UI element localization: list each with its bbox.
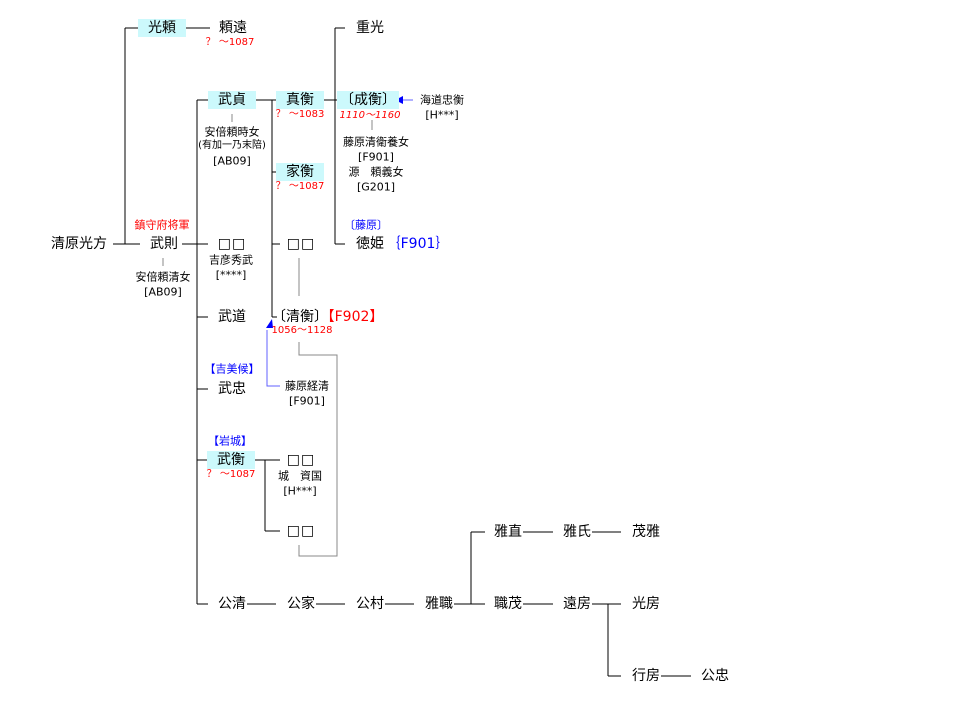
person-kiyohira: 〔清衡〕: [272, 309, 328, 325]
dates: 1110～1160: [339, 110, 401, 121]
person-yoritoo: 頼遠: [219, 20, 247, 36]
person-shigemitsu: 重光: [356, 20, 384, 36]
spouse-name: 安倍頼清女: [135, 270, 191, 284]
person-masamoto: 雅職: [425, 596, 453, 612]
arrow-head: [266, 319, 273, 328]
spouse-name: 城 資国: [278, 469, 322, 483]
spouse-name: 安倍頼時女: [204, 125, 260, 139]
person-kiyohara-mitsukata: 清原光方: [51, 236, 107, 252]
person-unknown: □□: [286, 236, 316, 252]
spouse-code: [AB09]: [213, 154, 251, 168]
spouse-code: [F901]: [358, 150, 394, 164]
person-fujiwara-tsunekiyo: 藤原経清: [285, 379, 329, 393]
spouse-note: (有加一乃末陪): [198, 140, 266, 151]
code: [H***]: [425, 108, 459, 122]
clan-tag: 【岩城】: [208, 434, 252, 448]
person-takenori: 武則: [150, 236, 178, 252]
person-mitsufusa: 光房: [632, 596, 660, 612]
code: 【F902】: [320, 309, 384, 325]
person-kimiie: 公家: [287, 596, 315, 612]
person-toofusa: 遠房: [563, 596, 591, 612]
code: [F901]: [289, 394, 325, 408]
person-unknown: □□: [286, 523, 316, 539]
dates: ？ ～1083: [275, 109, 325, 120]
person-taketada: 武忠: [218, 381, 246, 397]
person-masanao: 雅直: [494, 524, 522, 540]
person-takehira: 武衡: [207, 451, 255, 469]
spouse-code: [G201]: [356, 180, 396, 194]
person-yukifusa: 行房: [632, 668, 660, 684]
person-shigemasa: 茂雅: [632, 524, 660, 540]
person-kaido-tadahira: 海道忠衡: [420, 93, 464, 107]
dates: ？ ～1087: [205, 37, 255, 48]
person-unknown: □□: [217, 236, 247, 252]
person-kimikiyo: 公清: [218, 596, 246, 612]
spouse-name: 藤原清衛養女: [343, 135, 409, 149]
spouse-name: 吉彦秀武: [209, 253, 253, 267]
person-narihira: 〔成衡〕: [337, 91, 399, 109]
dates: 1056～1128: [271, 325, 333, 336]
spouse-code: [AB09]: [144, 285, 182, 299]
code: [****]: [215, 268, 247, 282]
code: [H***]: [283, 484, 317, 498]
code: ｛F901｝: [386, 236, 450, 252]
person-unknown: □□: [286, 452, 316, 468]
clan-tag: 〔藤原〕: [344, 218, 388, 232]
arrow-head: [395, 96, 403, 104]
person-tokuhime: 徳姫: [356, 236, 384, 252]
person-mitsuyori: 光頼: [138, 19, 186, 37]
person-kimimura: 公村: [356, 596, 384, 612]
person-takemichi: 武道: [218, 309, 246, 325]
dates: ？ ～1087: [275, 181, 325, 192]
person-takesada: 武貞: [208, 91, 256, 109]
person-sanehira: 真衡: [276, 91, 324, 109]
person-iehira: 家衡: [276, 163, 324, 181]
person-motoshige: 職茂: [494, 596, 522, 612]
dates: ？ ～1087: [206, 469, 256, 480]
person-kimitada: 公忠: [701, 668, 729, 684]
person-masauji: 雅氏: [563, 524, 591, 540]
clan-tag: 【吉美候】: [204, 362, 260, 376]
title-chinjufu-shogun: 鎮守府将軍: [134, 218, 190, 232]
spouse-name: 源 頼義女: [348, 165, 404, 179]
